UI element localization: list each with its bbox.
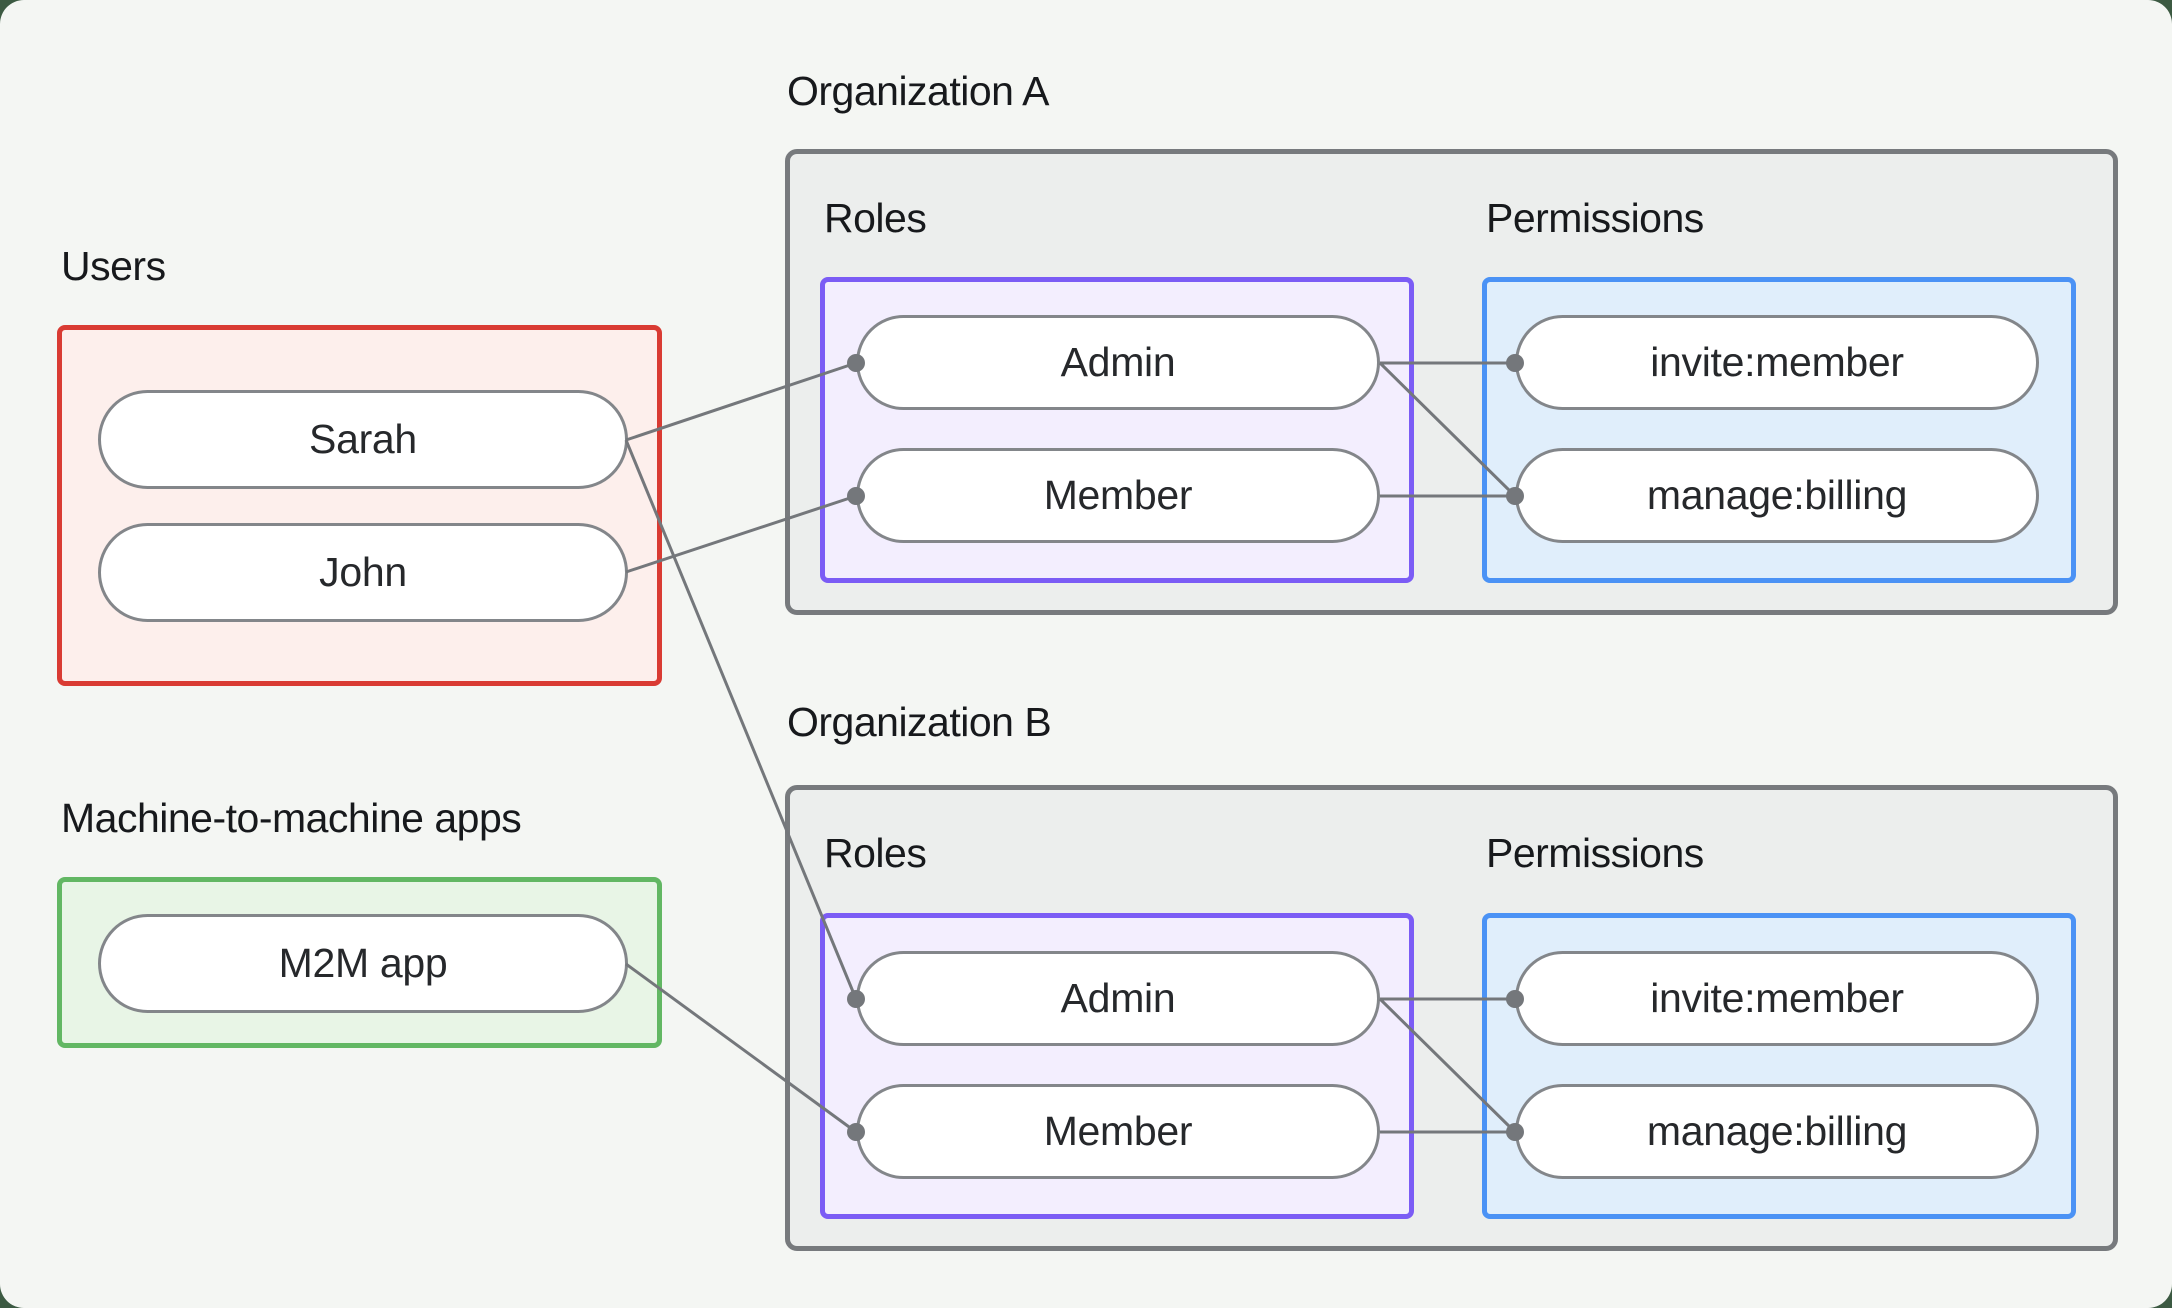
org-a-role-pill-admin: Admin <box>856 315 1380 410</box>
org-b-permissions-label: Permissions <box>1486 830 1704 876</box>
org-b-roles-label: Roles <box>824 830 927 876</box>
org-a-permission-invite-member-label: invite:member <box>1650 339 1904 385</box>
org-a-role-pill-member: Member <box>856 448 1380 543</box>
org-a-permission-pill-invite-member: invite:member <box>1515 315 2039 410</box>
org-b-title: Organization B <box>787 699 1052 745</box>
user-pill-john: John <box>98 523 628 622</box>
org-b-role-pill-member: Member <box>856 1084 1380 1179</box>
org-b-role-admin-label: Admin <box>1060 975 1176 1021</box>
m2m-label: Machine-to-machine apps <box>61 795 522 841</box>
org-b-role-pill-admin: Admin <box>856 951 1380 1046</box>
user-pill-sarah-label: Sarah <box>309 416 417 462</box>
org-a-role-admin-label: Admin <box>1060 339 1176 385</box>
org-a-permissions-label: Permissions <box>1486 195 1704 241</box>
org-a-permission-manage-billing-label: manage:billing <box>1646 472 1908 518</box>
org-b-permission-pill-invite-member: invite:member <box>1515 951 2039 1046</box>
org-a-permission-pill-manage-billing: manage:billing <box>1515 448 2039 543</box>
org-a-title: Organization A <box>787 68 1049 114</box>
org-b-role-member-label: Member <box>1043 1108 1193 1154</box>
org-b-permission-pill-manage-billing: manage:billing <box>1515 1084 2039 1179</box>
org-a-roles-label: Roles <box>824 195 927 241</box>
m2m-pill: M2M app <box>98 914 628 1013</box>
org-b-permission-manage-billing-label: manage:billing <box>1646 1108 1908 1154</box>
org-b-permission-invite-member-label: invite:member <box>1650 975 1904 1021</box>
user-pill-sarah: Sarah <box>98 390 628 489</box>
users-label: Users <box>61 243 166 289</box>
user-pill-john-label: John <box>319 549 407 595</box>
m2m-pill-label: M2M app <box>278 940 448 986</box>
org-a-role-member-label: Member <box>1043 472 1193 518</box>
users-group-box <box>57 325 662 686</box>
